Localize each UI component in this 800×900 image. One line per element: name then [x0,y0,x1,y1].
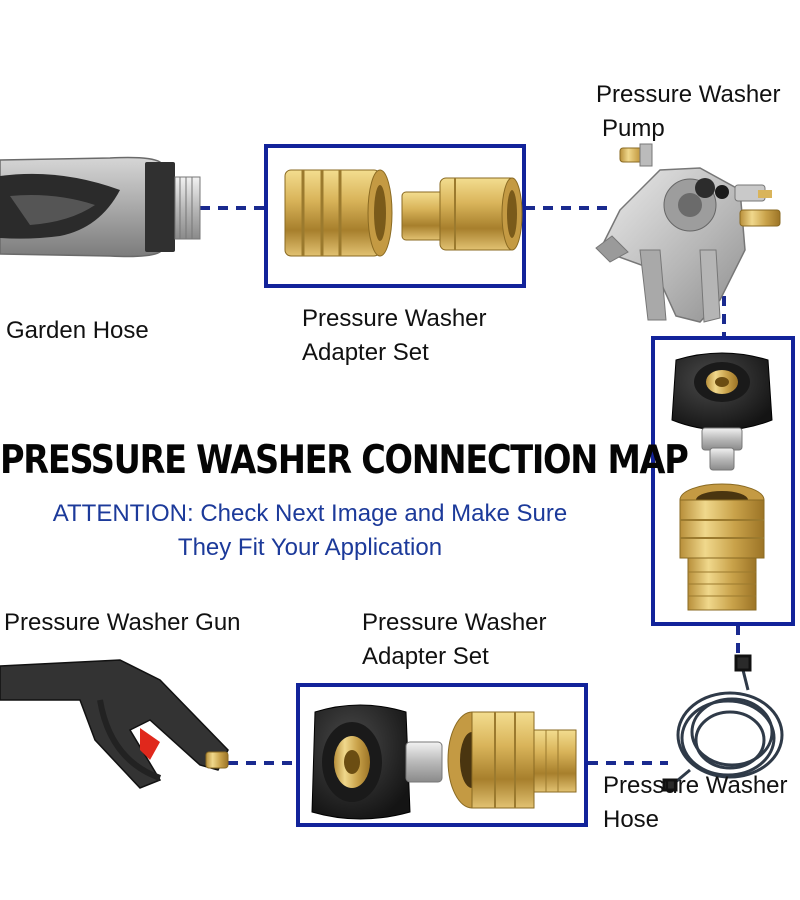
hose-coil-icon [662,654,784,792]
bottom-brass-socket-icon [447,711,577,809]
adapter-set-top-label: Pressure Washer Adapter Set [302,305,487,366]
pump-label: Pressure Washer Pump [596,81,781,142]
adapter-set-top-frame [264,144,526,288]
brass-plug-icon [401,177,523,251]
connector-lines [200,206,740,765]
garden-hose-label: Garden Hose [6,317,149,344]
adapter-set-bottom-label: Pressure Washer Adapter Set [362,609,547,670]
adapter-set-side-frame [651,336,795,626]
attention-line-1: ATTENTION: Check Next Image and Make Sur… [52,500,568,527]
hose-label: Pressure Washer Hose [603,772,788,833]
diagram-title: PRESSURE WASHER CONNECTION MAP [0,438,689,483]
gun-label: Pressure Washer Gun [4,609,241,636]
adapter-set-bottom-frame [296,683,588,827]
attention-line-2: They Fit Your Application [177,534,443,561]
pump-icon [595,143,781,323]
bottom-twist-coupler-icon [311,704,443,820]
twist-coupler-icon [671,352,773,471]
garden-hose-nozzle-icon [0,156,201,258]
brass-socket-icon [679,483,765,611]
spray-gun-icon [0,659,229,789]
attention-note: ATTENTION: Check Next Image and Make Sur… [0,497,620,565]
brass-coupler-icon [284,169,393,257]
